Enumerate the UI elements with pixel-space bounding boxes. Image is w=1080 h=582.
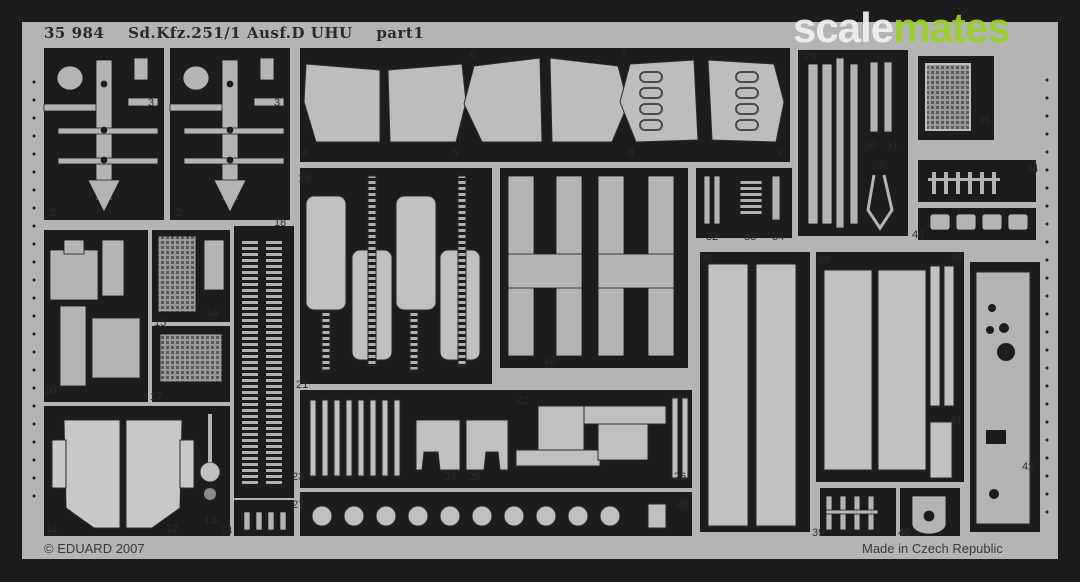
part-number: 5 [452, 147, 458, 159]
part-number: 20 [544, 355, 556, 367]
part-number: 6 [470, 49, 476, 61]
watermark-scale: scale [793, 4, 894, 51]
part-number: 38 [950, 251, 962, 263]
part-number: 34 [772, 231, 784, 243]
part-42-panel [975, 271, 1031, 525]
part-number: 9 [776, 147, 782, 159]
part-number: 17 [150, 391, 162, 403]
part-number: 2 [176, 207, 182, 219]
part-number: 10 [44, 385, 56, 397]
part-number: 13 [204, 515, 216, 527]
part-number: 44 [1026, 163, 1038, 175]
part-20-frames [507, 175, 675, 357]
part-27-hooks [311, 503, 667, 529]
part-number: 39 [812, 527, 824, 539]
part-number: 25 [468, 471, 480, 483]
part-number: 26 [674, 471, 686, 483]
part-number: 36 [700, 253, 712, 265]
vehicle-name: Sd.Kfz.251/1 Ausf.D UHU [128, 24, 353, 42]
part-43-clamps [929, 213, 1029, 231]
part-number: 30 [864, 139, 876, 151]
part-44-hinges [928, 172, 1000, 194]
parts-39-40 [825, 495, 947, 535]
part-number: 28 [676, 499, 688, 511]
part-45-mesh [925, 63, 971, 131]
watermark-mates: mates [893, 4, 1010, 51]
part-number: 42 [1022, 461, 1034, 473]
part-number: 43 [912, 229, 924, 241]
part-number: 27 [292, 499, 304, 511]
parts-4-9-flaps [303, 57, 785, 143]
part-number: 19 [298, 173, 310, 185]
part-18-ladders [242, 238, 282, 486]
part-number: 21 [296, 379, 308, 391]
parts-32-34 [703, 175, 781, 225]
fret-perforations [32, 78, 1049, 514]
part-number: 3 [274, 97, 280, 109]
part-number: 11 [46, 523, 57, 535]
part-number: 41 [950, 415, 962, 427]
part-number: 4 [302, 147, 308, 159]
part-number: 18 [274, 217, 286, 229]
part-number: 40 [898, 527, 910, 539]
part-13-disc [199, 414, 221, 500]
parts-36-38-strips [707, 263, 955, 527]
parts-29-35-rods [807, 57, 894, 231]
part-number: 32 [706, 231, 718, 243]
part-number: 29 [804, 51, 816, 63]
part-number: 37 [818, 255, 830, 267]
part-number: 24 [444, 471, 456, 483]
part-number-labels: 2 2 3 3 4 5 6 7 8 9 10 11 12 13 14 15 16… [44, 49, 1038, 539]
part-number: 3 [148, 97, 154, 109]
fret-header: 35 984 Sd.Kfz.251/1 Ausf.D UHU part1 [44, 24, 442, 42]
part-2-3-left [43, 57, 159, 213]
part-number: 35 [872, 159, 884, 171]
part-number: 22 [516, 395, 528, 407]
part-2-3-right [169, 57, 285, 213]
part-number: 45 [978, 115, 990, 127]
part-number: 14 [220, 525, 232, 537]
catalog-number: 35 984 [44, 24, 105, 42]
part-number: 23 [292, 471, 304, 483]
part-number: 15 [154, 317, 166, 329]
part-number: 8 [628, 147, 634, 159]
part-19-21-bins [305, 175, 481, 371]
part-number: 2 [50, 207, 56, 219]
copyright-text: © EDUARD 2007 [44, 541, 145, 556]
part-number: 16 [206, 307, 218, 319]
part-label: part1 [376, 24, 425, 42]
parts-11-12-plates [51, 419, 195, 529]
part-number: 12 [166, 523, 178, 535]
flap-slots [639, 71, 759, 131]
part-number: 7 [620, 49, 626, 61]
parts-23-26 [309, 397, 689, 479]
part-14-pins [243, 511, 287, 531]
scalemates-watermark: scalemates [793, 4, 1011, 52]
origin-text: Made in Czech Republic [862, 541, 1003, 556]
part-number: 33 [744, 231, 756, 243]
part-number: 31 [886, 139, 898, 151]
parts-10-16 [49, 235, 225, 387]
